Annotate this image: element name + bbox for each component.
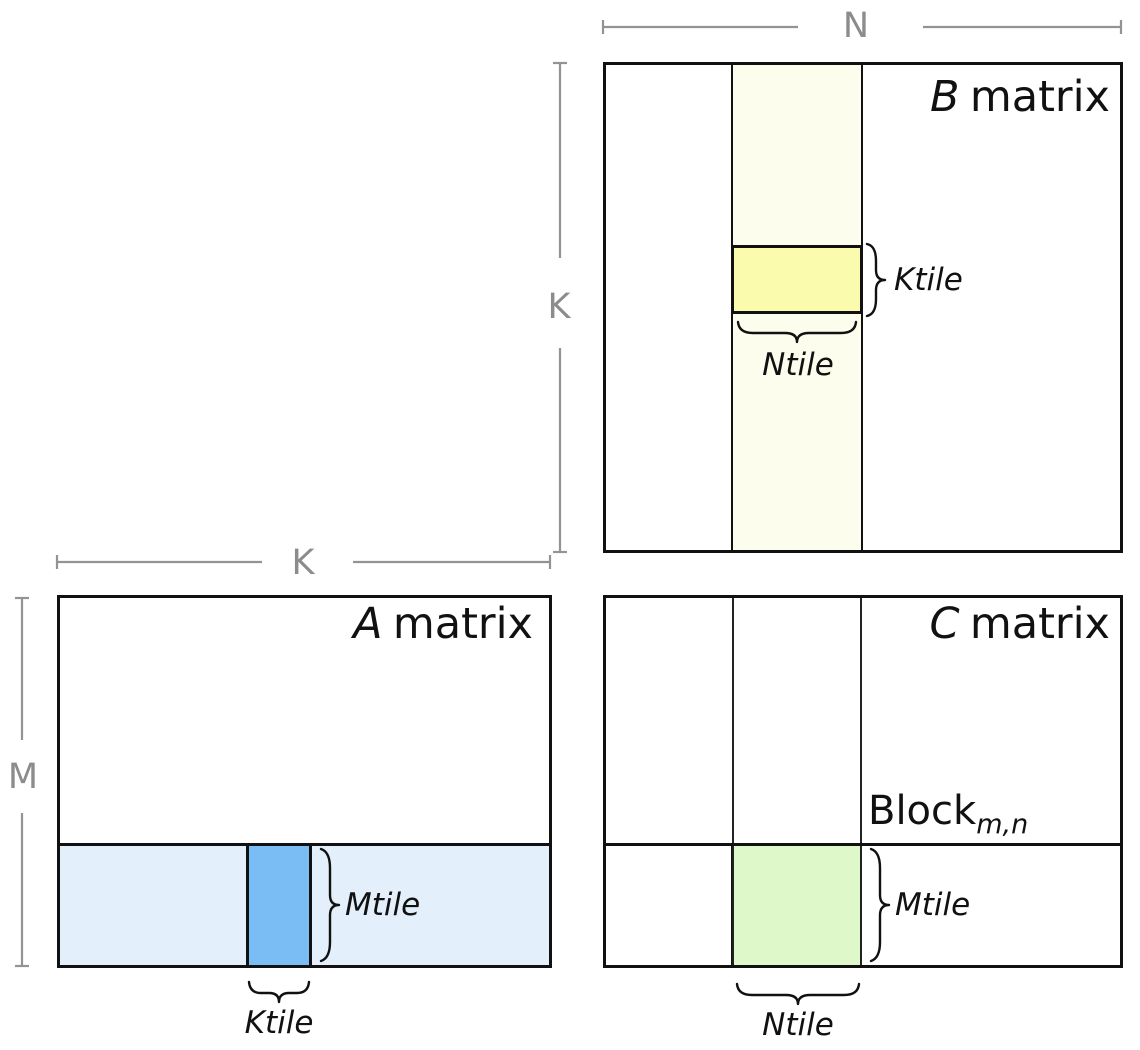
b-matrix-word: matrix	[969, 72, 1110, 122]
a-matrix-word: matrix	[392, 599, 533, 649]
c-column-divider-left	[732, 595, 734, 968]
a-ktile-brace	[247, 980, 311, 1004]
a-matrix-letter: A	[353, 599, 383, 649]
b-ntile-label: Ntile	[762, 347, 834, 383]
c-block-annotation: Blockm,n	[868, 791, 1028, 838]
c-ntile-brace	[735, 982, 861, 1006]
b-ktile-ntile-tile	[731, 245, 863, 314]
c-matrix-letter: C	[929, 599, 960, 649]
b-matrix-box	[603, 62, 1123, 553]
n-dimension-marker	[601, 20, 1123, 34]
b-ktile-label: Ktile	[894, 262, 963, 298]
c-row-divider	[603, 843, 1123, 846]
a-ktile-label: Ktile	[244, 1005, 314, 1041]
k-horizontal-dimension-label: K	[291, 543, 315, 583]
c-matrix-box	[603, 595, 1123, 968]
n-dimension-label: N	[842, 6, 870, 46]
a-matrix-box	[57, 595, 552, 968]
c-mtile-label: Mtile	[895, 887, 971, 923]
m-dimension-label: M	[7, 757, 39, 797]
c-matrix-word: matrix	[969, 599, 1110, 649]
c-ntile-label: Ntile	[762, 1007, 834, 1043]
b-ktile-brace	[865, 242, 887, 318]
k-vertical-dimension-marker	[553, 61, 567, 554]
a-mtile-brace	[319, 847, 341, 963]
a-mtile-label: Mtile	[345, 887, 421, 923]
k-vertical-dimension-label: K	[547, 287, 571, 327]
c-block-word: Block	[868, 788, 977, 834]
m-dimension-marker	[15, 596, 29, 968]
c-mtile-brace	[869, 847, 891, 963]
b-matrix-letter: B	[930, 72, 960, 122]
a-mtile-ktile-tile	[246, 843, 312, 968]
k-horizontal-dimension-marker	[55, 555, 552, 569]
c-column-divider-right	[860, 595, 862, 968]
b-ntile-brace	[736, 320, 858, 344]
c-block-subscript: m,n	[976, 809, 1029, 840]
